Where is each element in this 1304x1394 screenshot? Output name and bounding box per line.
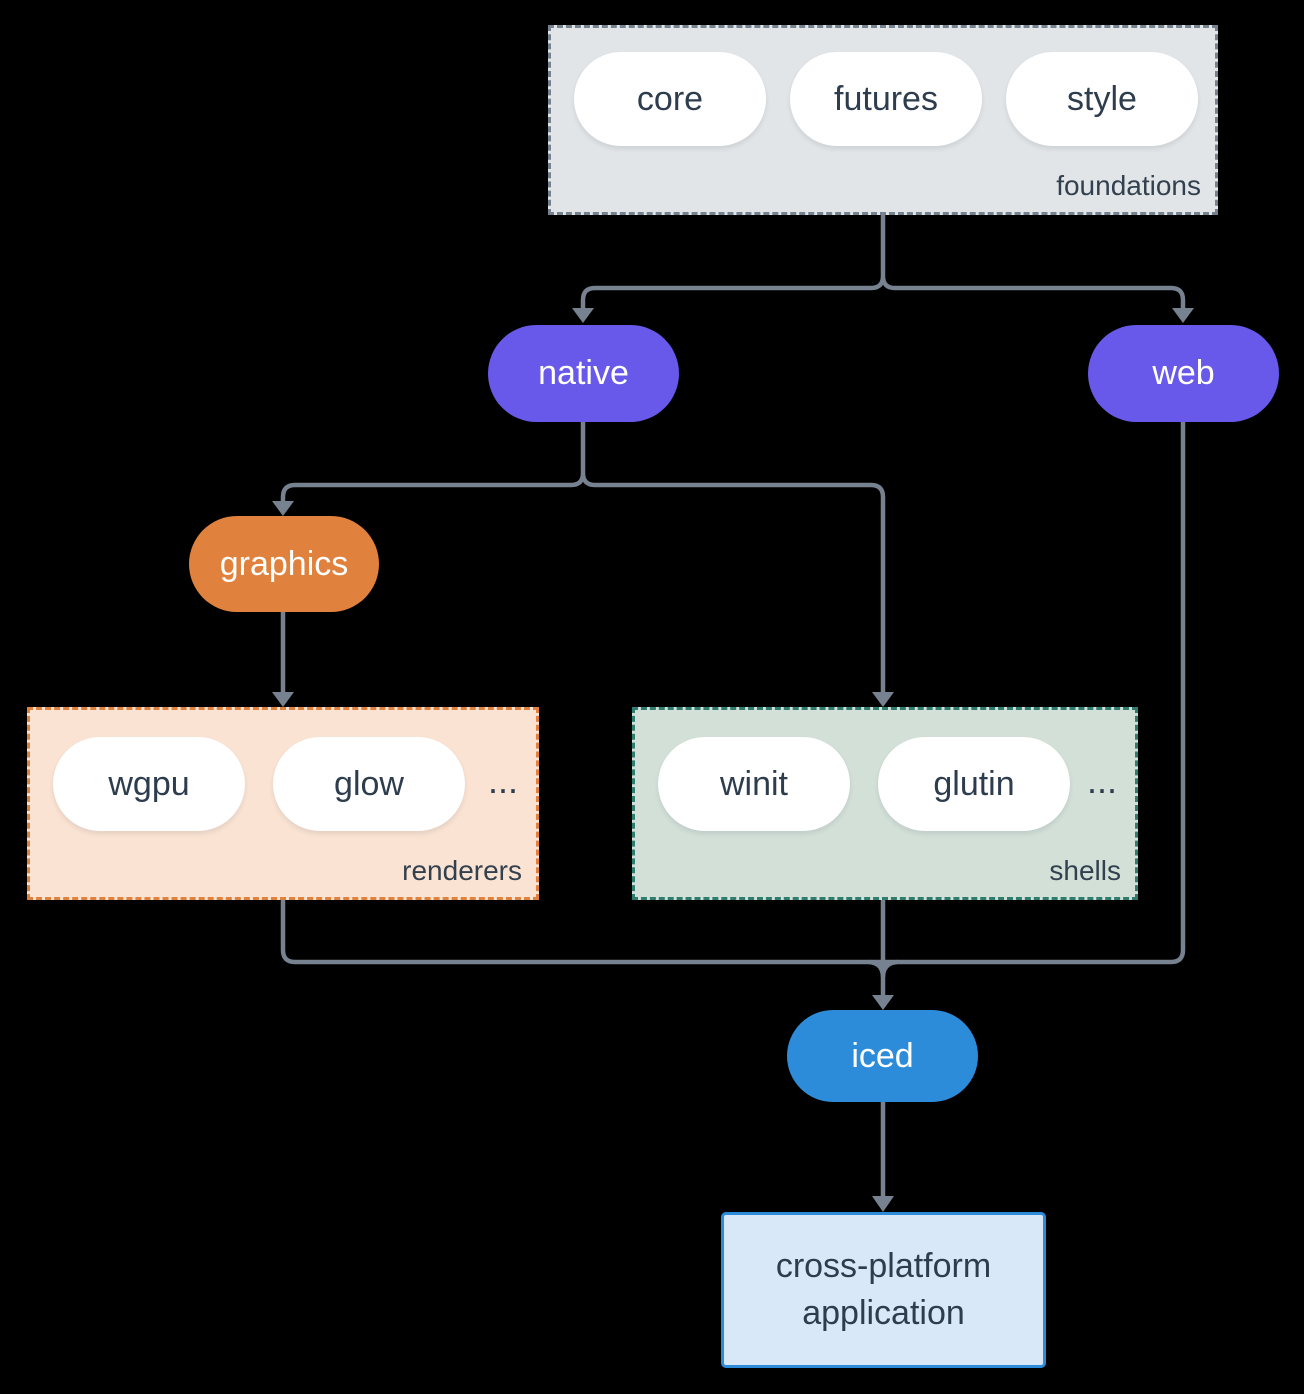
node-glow: glow: [273, 737, 465, 831]
arrowhead-to-renderers-icon: [272, 692, 294, 707]
arrowhead-to-graphics-icon: [272, 501, 294, 516]
node-graphics: graphics: [189, 516, 379, 612]
arrowhead-to-web-icon: [1172, 308, 1194, 323]
renderers-group-box: wgpu glow ... renderers: [27, 707, 539, 900]
node-native-label: native: [538, 354, 629, 392]
node-glutin: glutin: [878, 737, 1070, 831]
application-label-line2: application: [802, 1294, 965, 1332]
application-label-line1: cross-platform: [775, 1247, 992, 1285]
connector-foundations-fork: [580, 215, 1186, 308]
node-native: native: [488, 325, 679, 422]
cross-platform-application-box: cross-platform application: [721, 1212, 1046, 1368]
arrowhead-to-application-icon: [872, 1196, 894, 1212]
arrowhead-to-iced-icon: [872, 995, 894, 1010]
foundations-group-label: foundations: [1056, 170, 1201, 201]
node-style-label: style: [1067, 79, 1137, 118]
shells-group-label: shells: [1049, 855, 1121, 886]
node-web: web: [1088, 325, 1279, 422]
foundations-group-box: core futures style foundations: [548, 25, 1218, 215]
shells-ellipsis: ...: [1087, 760, 1118, 801]
node-core-label: core: [636, 79, 704, 118]
node-style: style: [1006, 52, 1198, 146]
node-glow-label: glow: [334, 764, 404, 803]
node-glutin-label: glutin: [933, 764, 1015, 803]
node-iced: iced: [787, 1010, 978, 1102]
node-futures-label: futures: [834, 79, 938, 118]
renderers-group-label: renderers: [402, 855, 522, 886]
shells-group-box: winit glutin ... shells: [632, 707, 1138, 900]
arrowhead-to-native-icon: [572, 308, 594, 323]
node-futures: futures: [790, 52, 982, 146]
node-iced-label: iced: [851, 1036, 914, 1075]
node-wgpu-label: wgpu: [108, 764, 190, 803]
node-winit: winit: [658, 737, 850, 831]
renderers-ellipsis: ...: [488, 760, 519, 801]
node-graphics-label: graphics: [219, 544, 349, 583]
node-web-label: web: [1152, 354, 1215, 392]
node-wgpu: wgpu: [53, 737, 245, 831]
node-winit-label: winit: [719, 764, 789, 803]
node-core: core: [574, 52, 766, 146]
arrowhead-to-shells-icon: [872, 692, 894, 707]
connector-merge-fillets: [868, 959, 898, 978]
